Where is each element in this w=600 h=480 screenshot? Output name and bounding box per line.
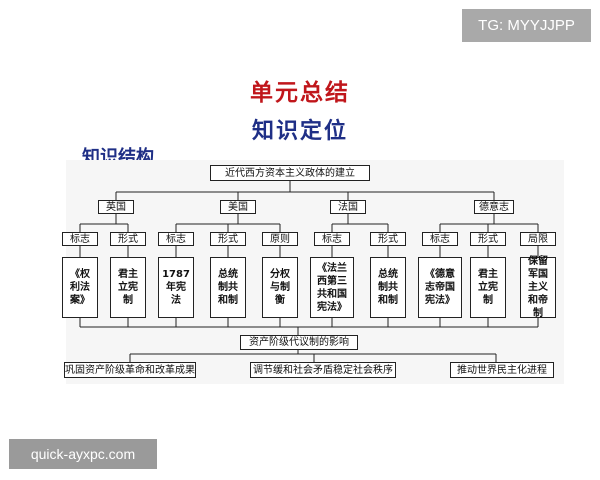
country-uk: 英国 (98, 200, 134, 214)
country-us: 美国 (220, 200, 256, 214)
summary-node: 资产阶级代议制的影响 (240, 335, 358, 350)
content-us-symbol: 1787 年宪 法 (158, 257, 194, 318)
aspect-fr-symbol: 标志 (314, 232, 350, 246)
content-us-form: 总统 制共 和制 (210, 257, 246, 318)
aspect-uk-symbol: 标志 (62, 232, 98, 246)
content-uk-symbol: 《权 利法 案》 (62, 257, 98, 318)
content-us-principle: 分权 与制 衡 (262, 257, 298, 318)
aspect-de-form: 形式 (470, 232, 506, 246)
content-uk-form: 君主 立宪 制 (110, 257, 146, 318)
aspect-de-limitation: 局限 (520, 232, 556, 246)
watermark-bottom: quick-ayxpc.com (9, 439, 157, 469)
page-title: 单元总结 (250, 79, 350, 106)
content-de-limitation: 保留 军国 主义 和帝 制 (520, 256, 556, 319)
aspect-fr-form: 形式 (370, 232, 406, 246)
country-fr: 法国 (330, 200, 366, 214)
page-subtitle: 知识定位 (251, 118, 348, 144)
impact-node-1: 巩固资产阶级革命和改革成果 (64, 362, 196, 378)
aspect-us-symbol: 标志 (158, 232, 194, 246)
watermark-top: TG: MYYJJPP (462, 9, 591, 42)
impact-node-3: 推动世界民主化进程 (450, 362, 554, 378)
content-de-form: 君主 立宪 制 (470, 257, 506, 318)
aspect-uk-form: 形式 (110, 232, 146, 246)
aspect-de-symbol: 标志 (422, 232, 458, 246)
root-node: 近代西方资本主义政体的建立 (210, 165, 370, 181)
country-de: 德意志 (474, 200, 514, 214)
content-de-symbol: 《德意 志帝国 宪法》 (418, 257, 462, 318)
content-fr-form: 总统 制共 和制 (370, 257, 406, 318)
content-fr-symbol: 《法兰 西第三 共和国 宪法》 (310, 257, 354, 318)
aspect-us-principle: 原则 (262, 232, 298, 246)
aspect-us-form: 形式 (210, 232, 246, 246)
impact-node-2: 调节缓和社会矛盾稳定社会秩序 (250, 362, 396, 378)
